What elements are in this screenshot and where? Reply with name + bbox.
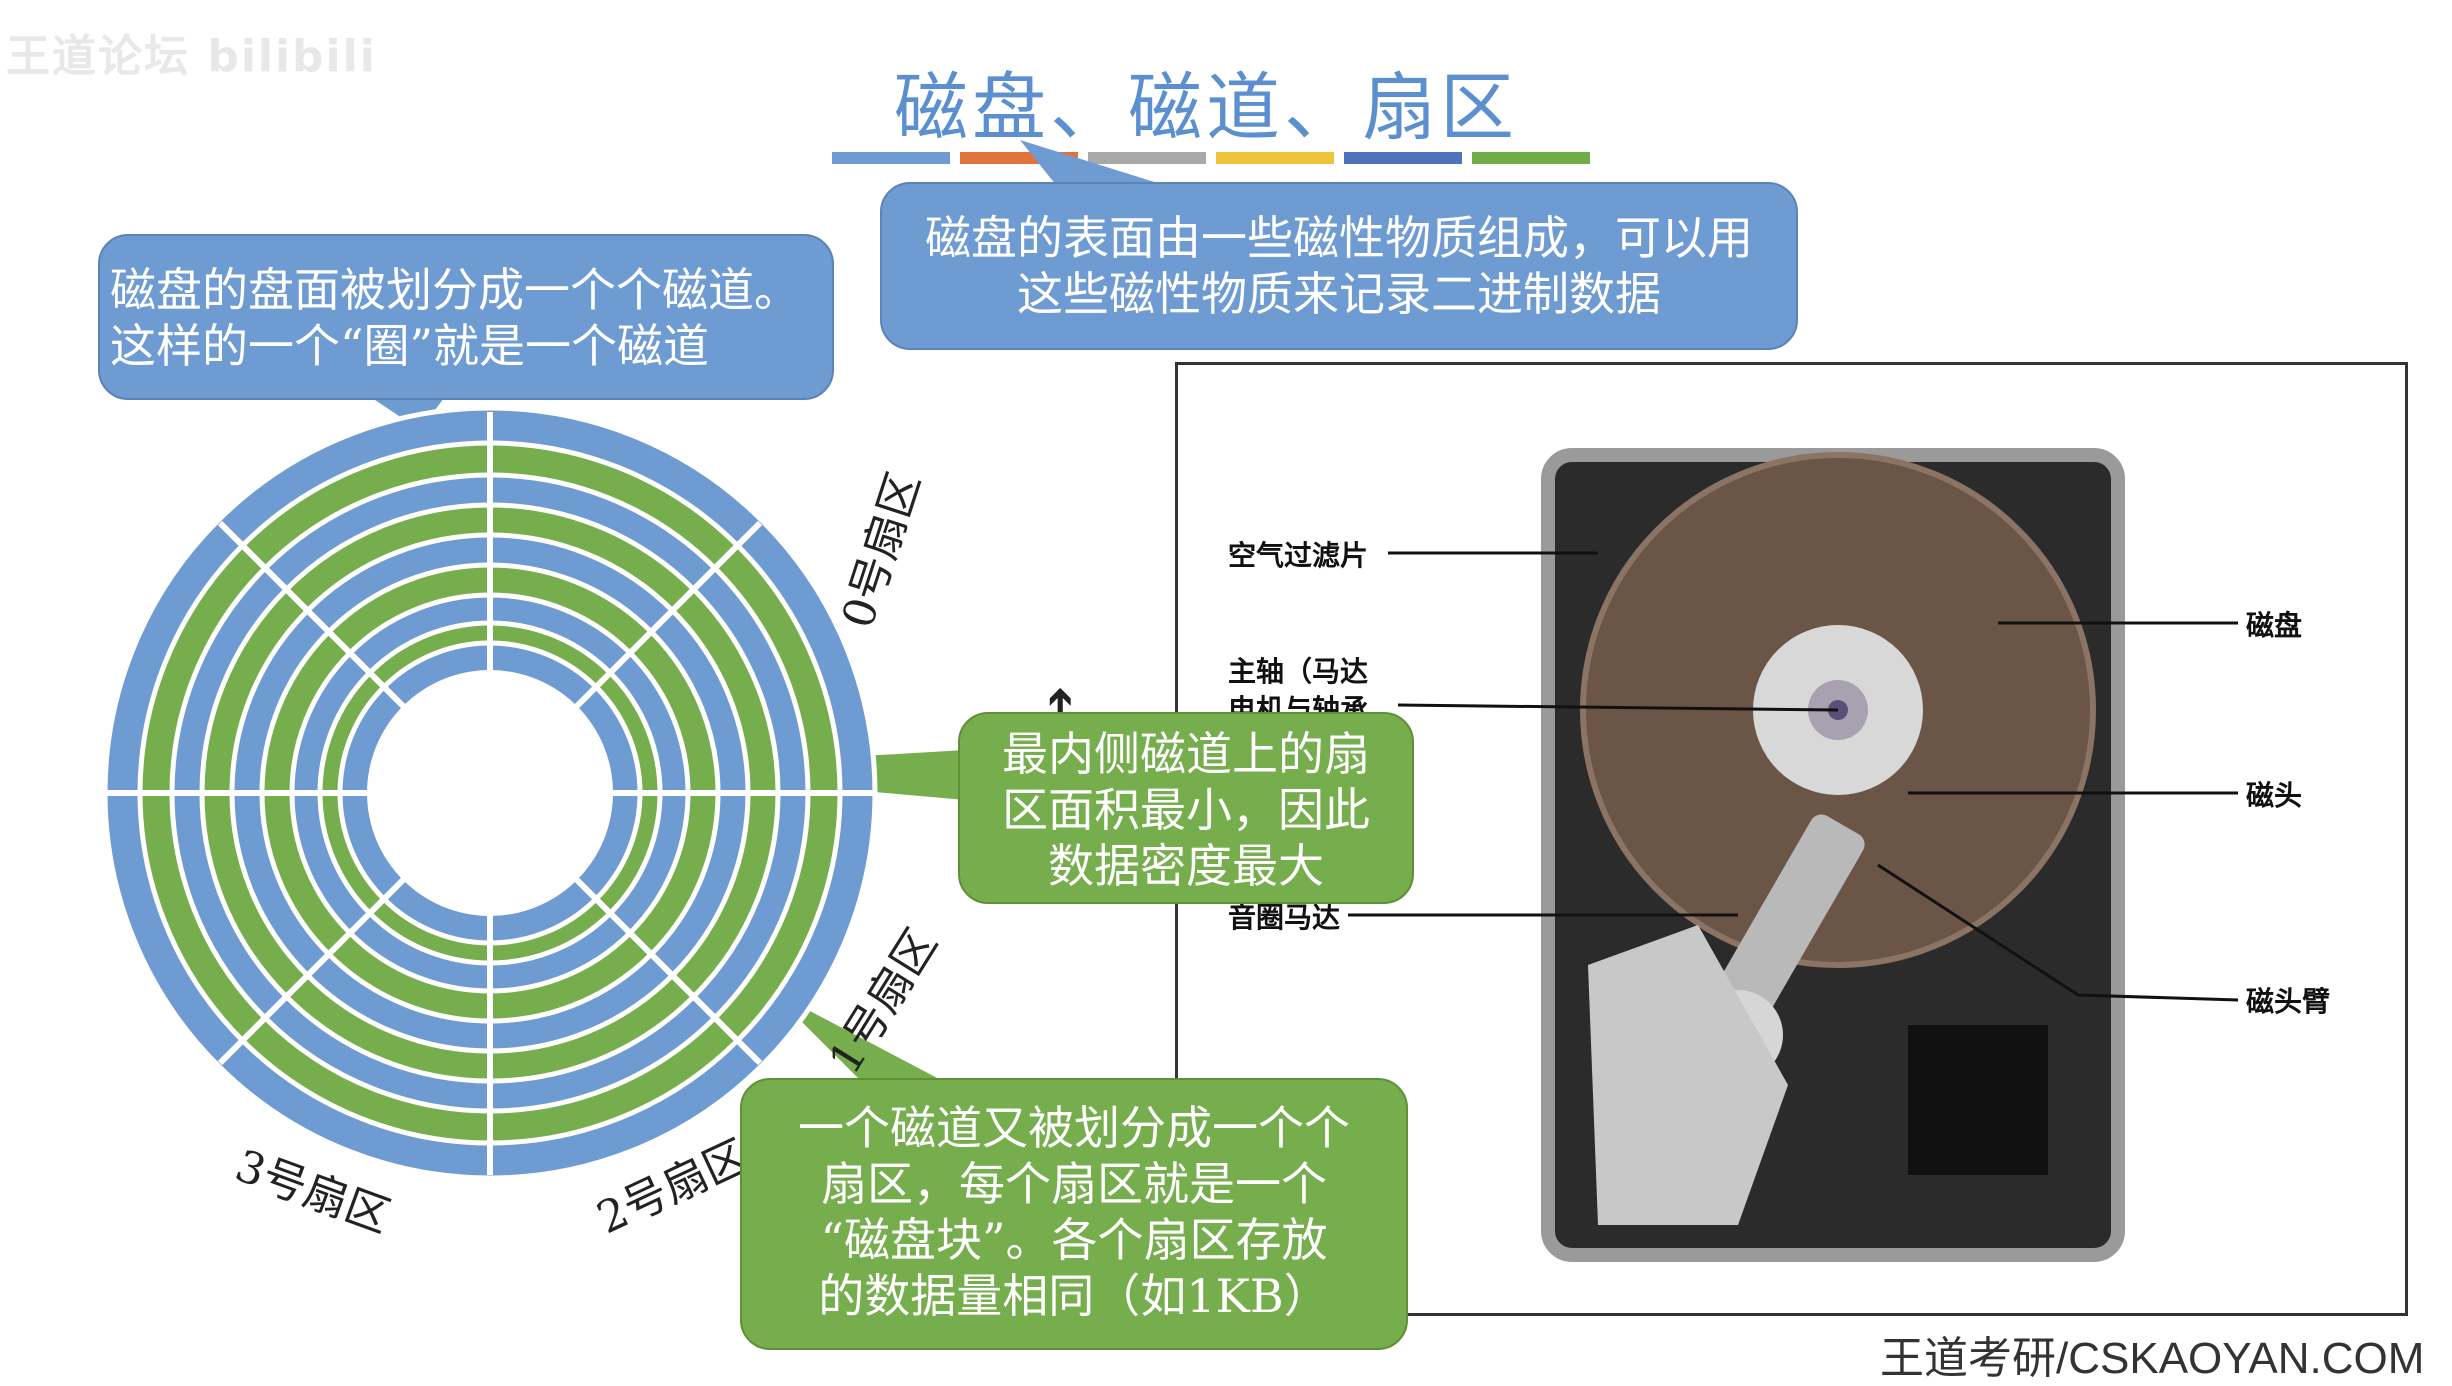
label-platter: 磁盘 [2246,609,2302,642]
inner-track-callout: 最内侧磁道上的扇 区面积最小，因此 数据密度最大 [958,712,1414,904]
page-title: 磁盘、磁道、扇区 [894,65,1518,151]
photo-leader-lines [1348,551,2239,1002]
label-head-arm: 磁头臂 [2246,985,2330,1018]
sector-callout-pointer [770,990,960,1090]
leader-head-arm-2 [2077,993,2239,1002]
leader-head-arm [1877,863,2079,997]
sector-callout-line1: 一个磁道又被划分成一个个 [798,1101,1350,1155]
disk-center-hole [367,670,613,916]
platter-sheen [1580,452,2096,968]
label-spindle-1: 主轴（马达 [1228,655,1368,688]
track-callout: 磁盘的盘面被划分成一个个磁道。 这样的一个“圈”就是一个磁道 [98,234,834,400]
watermark: 王道论坛 bilibili [6,31,377,82]
title-bar-6 [1472,152,1590,164]
surface-callout: 磁盘的表面由一些磁性物质组成，可以用 这些磁性物质来记录二进制数据 [880,182,1798,350]
title-bar-4 [1216,152,1334,164]
label-head: 磁头 [2246,779,2302,812]
sector-callout-line3: “磁盘块”。各个扇区存放 [820,1213,1328,1267]
inner-callout-line3: 数据密度最大 [1048,839,1324,893]
inner-callout-line2: 区面积最小，因此 [1002,783,1370,837]
surface-callout-line1: 磁盘的表面由一些磁性物质组成，可以用 [925,211,1753,265]
voice-coil-motor [1588,925,1788,1225]
sector-callout-line2: 扇区，每个扇区就是一个 [821,1157,1327,1211]
footer-brand: 王道考研/CSKAOYAN.COM [1880,1334,2425,1383]
connector-block [1908,1025,2048,1175]
leader-spindle [1397,703,1839,712]
mouse-cursor-icon: 🡹 [1048,680,1073,720]
sector-callout: 一个磁道又被划分成一个个 扇区，每个扇区就是一个 “磁盘块”。各个扇区存放 的数… [740,1078,1408,1350]
label-air-filter: 空气过滤片 [1228,539,1368,572]
surface-callout-line2: 这些磁性物质来记录二进制数据 [1017,267,1661,321]
title-bar-5 [1344,152,1462,164]
track-callout-line2: 这样的一个“圈”就是一个磁道 [110,319,710,373]
sector-callout-line4: 的数据量相同（如1KB） [818,1269,1330,1323]
track-callout-line1: 磁盘的盘面被划分成一个个磁道。 [110,263,800,317]
title-bar-3 [1088,152,1206,164]
disk-diagram [102,405,878,1181]
inner-callout-line1: 最内侧磁道上的扇 [1002,727,1370,781]
hard-disk-photo: 空气过滤片 主轴（马达 电机与轴承 磁盘 磁头 音圈马达 磁头臂 [1228,448,2330,1262]
label-voice-coil: 音圈马达 [1228,901,1340,934]
title-bar-1 [832,152,950,164]
